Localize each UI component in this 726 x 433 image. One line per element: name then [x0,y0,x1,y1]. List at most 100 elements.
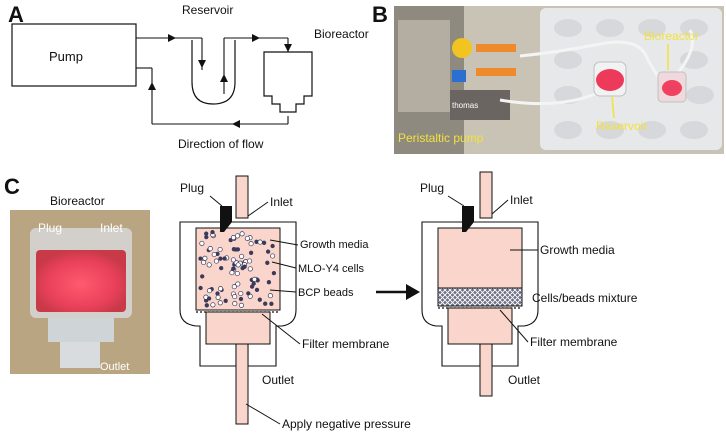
mlo-cell [254,287,260,293]
right-filter-label: Filter membrane [530,335,618,349]
bcp-bead [206,262,212,268]
bcp-bead [239,253,245,259]
panel-c-letter: C [4,174,20,199]
bcp-bead [244,235,250,241]
bcp-bead [234,270,240,277]
flow-arrows [148,34,292,128]
peristaltic-pump-label: Peristaltic pump [398,131,484,145]
bcp-bead [207,246,213,252]
panel-b-letter: B [372,2,388,27]
mlo-cell [270,243,275,249]
mlo-cell [261,240,267,245]
mlo-cell [257,297,262,302]
right-inlet-label: Inlet [510,193,533,207]
bcp-bead [232,294,238,300]
mlo-cell [246,291,251,296]
bcp-bead [248,241,254,247]
mlo-cell [204,303,209,308]
mlo-cell [198,256,203,261]
bcp-bead [206,288,213,294]
bcp-bead [238,302,244,308]
left-chamber [195,227,281,311]
mlo-cell [204,231,209,236]
mlo-cell [271,270,277,276]
photo-plug-label: Plug [38,221,62,235]
photo-bioreactor-label: Bioreactor [644,29,699,43]
photo-outlet-label: Outlet [100,361,129,373]
mlo-cell [219,265,224,271]
bcp-bead [217,286,224,292]
mlo-cell [266,280,272,285]
bcp-bead [267,293,273,299]
panel-c: C Bioreactor Plug Inlet Outlet [4,171,638,431]
mlo-cell [223,298,228,303]
mlo-cell [206,296,212,301]
left-plug [220,206,232,232]
negative-pressure-label: Apply negative pressure [282,417,411,431]
left-cells-label: MLO-Y4 cells [298,263,365,275]
right-chamber [437,227,523,289]
bcp-bead [257,239,263,245]
schematic-left: Plug Inlet Growth media MLO-Y4 cells BCP… [179,175,411,431]
left-inlet-tube [235,175,249,219]
cells-beads-mixture-layer [437,287,523,307]
bcp-bead [211,251,217,258]
schematic-right: Plug Inlet Growth media Cells/beads mixt… [420,171,638,397]
mlo-cell [269,301,274,306]
left-inlet-label: Inlet [270,195,293,209]
bcp-bead [210,302,216,308]
mlo-cell [238,296,244,302]
bcp-bead [217,300,223,306]
mlo-cell [242,264,247,269]
pump-label: Pump [49,49,83,64]
pump-brand: thomas [452,101,478,110]
bioreactor-label: Bioreactor [314,27,369,41]
yellow-stopcock [452,38,472,58]
mlo-cell [222,256,227,261]
photo-inlet-label: Inlet [100,221,123,235]
mlo-cell [231,266,236,271]
mlo-cell [200,274,205,279]
left-outlet-label: Outlet [262,373,295,387]
bcp-bead [215,294,221,300]
bcp-bead [229,270,235,276]
right-outlet-label: Outlet [508,373,541,387]
bcp-bead [231,284,237,290]
bcp-bead [247,266,253,272]
bcp-bead [235,281,241,287]
left-beads-label: BCP beads [298,287,354,299]
mlo-cell [215,291,220,296]
bcp-bead [201,259,207,266]
flow-direction-label: Direction of flow [178,137,264,151]
right-plug [462,206,474,232]
bcp-bead [213,258,219,264]
mixture-label: Cells/beads mixture [532,291,638,305]
bcp-bead [232,301,238,307]
mlo-cell [198,285,203,291]
mlo-cell [248,250,254,255]
bcp-bead [202,255,208,261]
cells-and-beads [198,229,277,308]
reservoir-label: Reservoir [182,3,233,17]
bcp-bead [230,257,236,263]
mlo-cell [265,249,271,254]
photo-title: Bioreactor [50,194,105,208]
flow-lines [136,37,289,125]
bioreactor-outline [263,51,313,113]
bcp-bead [217,246,223,253]
mlo-cell [233,247,238,252]
panel-b: B [372,2,724,154]
right-inlet-tube [479,171,493,219]
bcp-bead [235,262,241,268]
photo-reservoir-label: Reservoir [596,119,647,133]
mlo-cell [210,229,215,235]
mlo-cell [218,256,223,261]
right-media-label: Growth media [540,243,615,257]
right-outlet-tube [479,343,493,397]
bcp-bead [270,253,276,259]
bcp-bead [230,235,237,241]
mlo-cell [263,301,268,306]
left-outlet-tube [235,343,249,425]
mlo-cell [204,234,209,240]
